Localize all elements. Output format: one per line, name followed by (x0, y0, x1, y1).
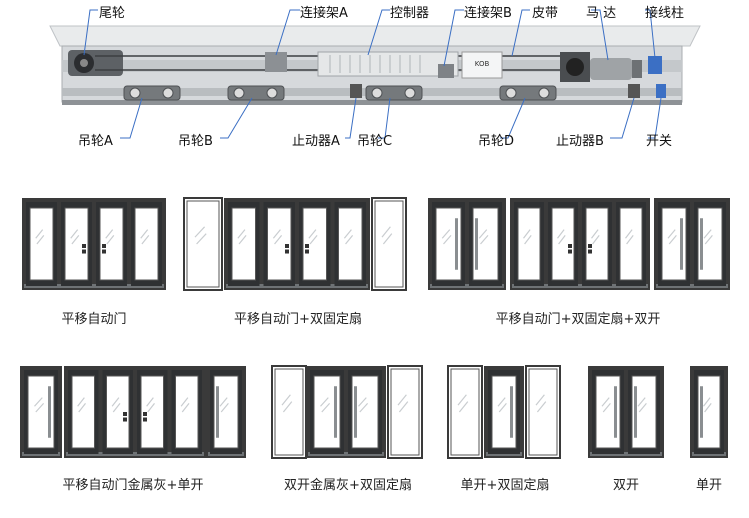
door-7 (588, 366, 664, 458)
leader-lines (83, 9, 662, 139)
door-4b (64, 366, 206, 458)
motor (560, 52, 642, 82)
controller-brand: KOB (475, 60, 490, 68)
caption-door-3: 平移自动门+双固定扇+双开 (495, 312, 661, 327)
label-motor: 马 达 (586, 6, 617, 21)
label-stopper-a: 止动器A (292, 134, 340, 149)
caption-door-1: 平移自动门 (61, 312, 127, 327)
stopper-a (350, 84, 362, 98)
caption-door-6: 单开+双固定扇 (460, 478, 550, 493)
label-connector-b: 连接架B (464, 6, 512, 21)
door-3b (510, 198, 650, 290)
label-belt: 皮带 (532, 6, 559, 21)
caption-door-2: 平移自动门+双固定扇 (234, 312, 362, 327)
hanging-wheels (123, 85, 557, 101)
label-wheel-c: 吊轮C (357, 134, 393, 149)
controller: KOB (317, 51, 503, 79)
connector-b (438, 64, 454, 78)
label-wheel-b: 吊轮B (178, 134, 213, 149)
label-controller: 控制器 (390, 6, 430, 21)
label-connector-a: 连接架A (300, 6, 348, 21)
caption-door-7: 双开 (612, 478, 640, 493)
terminal-post (648, 56, 662, 74)
door-4a (20, 366, 62, 458)
label-terminal: 接线柱 (645, 6, 685, 21)
label-stopper-b: 止动器B (556, 134, 604, 149)
door-6 (484, 366, 524, 458)
connector-a (265, 52, 287, 72)
label-wheel-d: 吊轮D (478, 134, 515, 149)
door-2 (224, 198, 370, 290)
door-8 (690, 366, 728, 458)
caption-door-8: 单开 (695, 478, 723, 493)
door-1 (22, 198, 166, 290)
label-tail-wheel: 尾轮 (99, 6, 126, 21)
door-4c (206, 366, 246, 458)
door-5 (306, 366, 386, 458)
caption-door-5: 双开金属灰+双固定扇 (284, 478, 412, 493)
caption-door-4: 平移自动门金属灰+单开 (62, 478, 204, 493)
switch (656, 84, 666, 98)
stopper-b (628, 84, 640, 98)
door-3a (428, 198, 506, 290)
label-wheel-a: 吊轮A (78, 134, 113, 149)
label-switch: 开关 (646, 134, 673, 149)
door-3c (654, 198, 730, 290)
